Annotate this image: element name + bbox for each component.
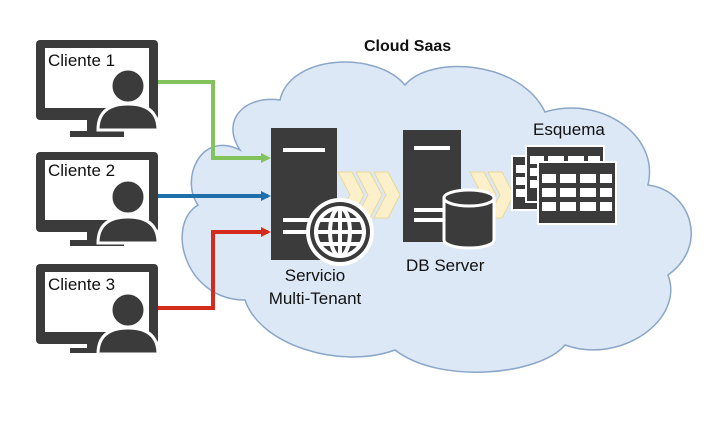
table-front — [537, 161, 617, 225]
cliente-3-label: Cliente 3 — [48, 275, 116, 294]
tables-icon — [511, 145, 617, 225]
cliente-1-label: Cliente 1 — [48, 51, 116, 70]
server-database-icon — [403, 130, 496, 250]
server-globe-icon — [271, 128, 374, 266]
cliente-3-icon — [36, 264, 160, 356]
db-server-label: DB Server — [406, 256, 485, 275]
cliente-1-icon — [36, 40, 160, 137]
arrow-cliente-3 — [139, 227, 271, 313]
service-label-line2: Multi-Tenant — [268, 289, 362, 308]
cliente-2-icon — [36, 152, 160, 246]
cliente-2-label: Cliente 2 — [48, 161, 116, 180]
schema-label: Esquema — [533, 120, 605, 139]
arrow-cliente-1 — [139, 77, 271, 163]
service-label-line1: Servicio — [284, 266, 346, 285]
flow-chevrons-service-db — [337, 171, 401, 219]
cloud-title: Cloud Saas — [364, 38, 452, 55]
